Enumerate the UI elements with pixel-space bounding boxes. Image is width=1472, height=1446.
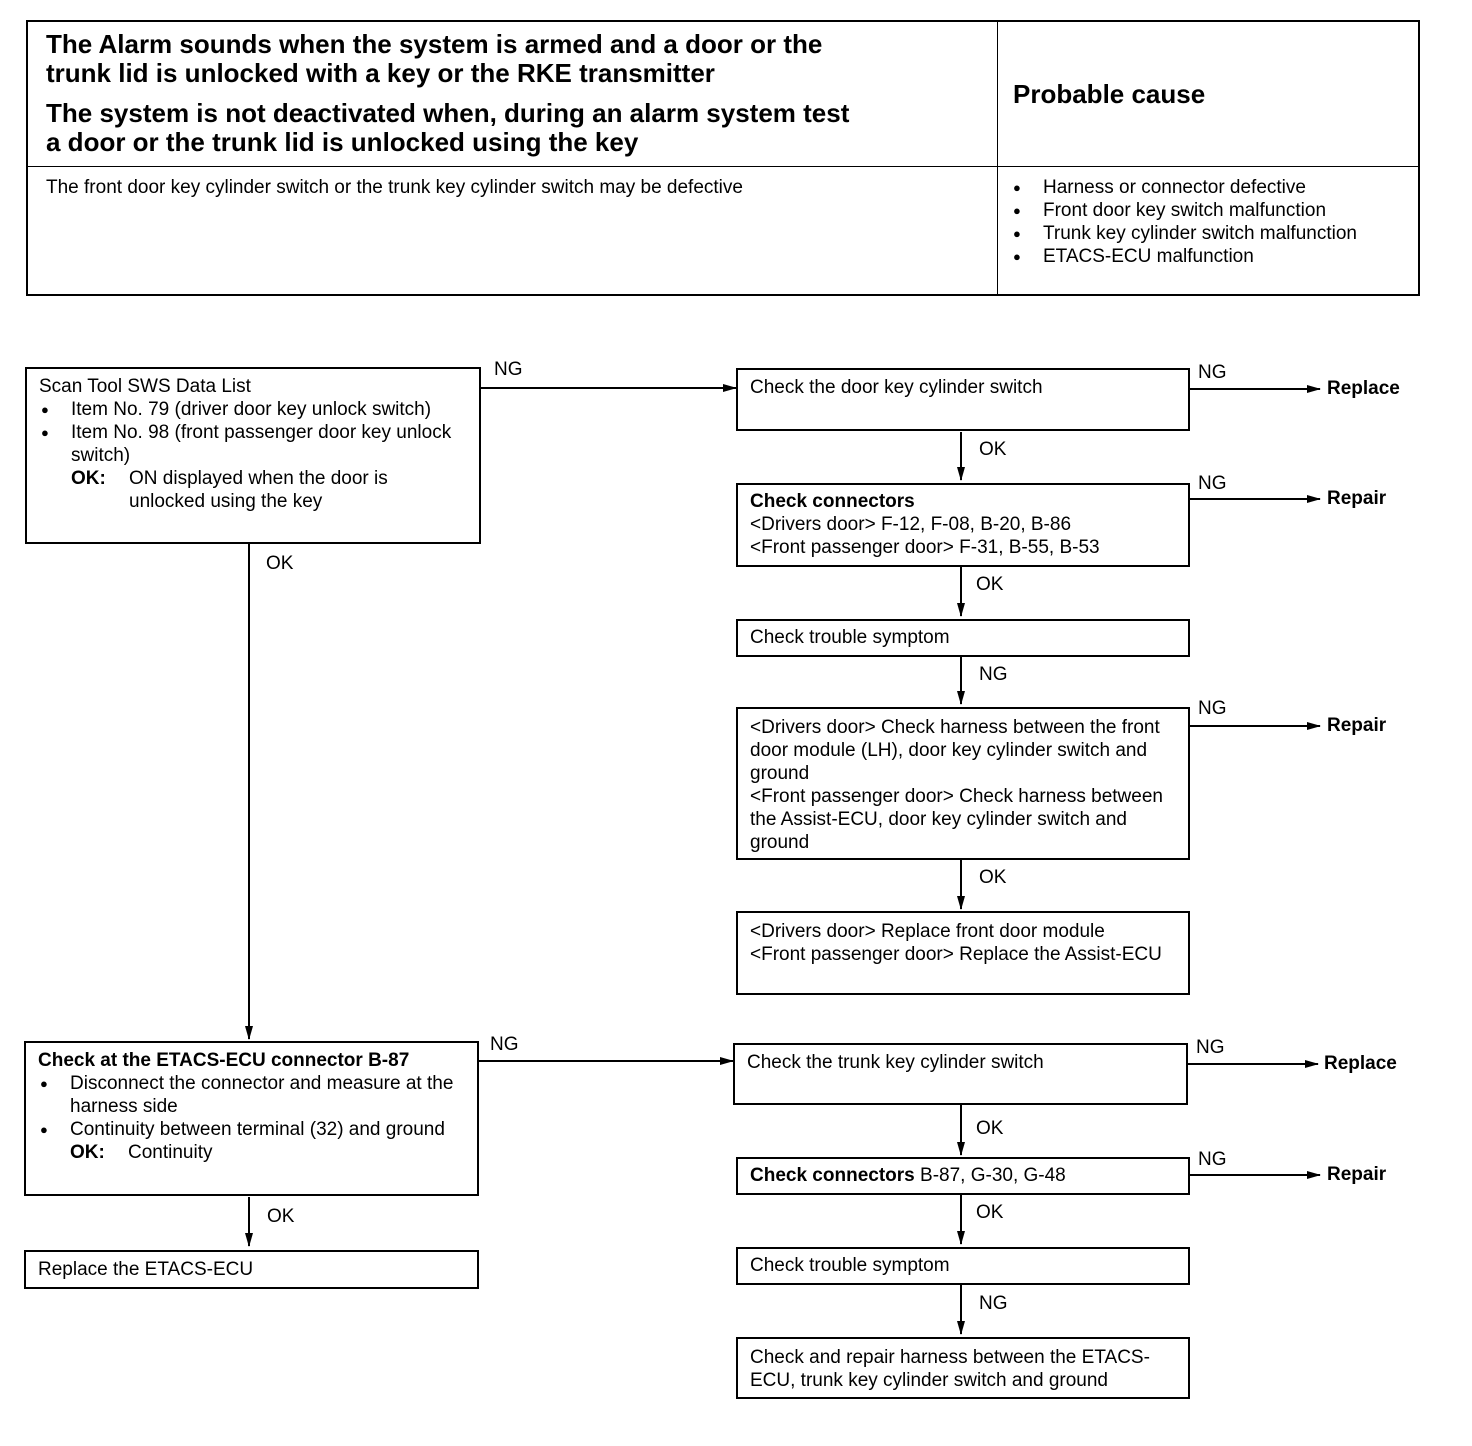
door-switch-text: Check the door key cylinder switch xyxy=(750,377,1043,398)
etacs-ok-text: Continuity xyxy=(128,1142,213,1163)
probable-cause-list: Harness or connector defective Front doo… xyxy=(1011,176,1411,268)
symptom-box-1: Check trouble symptom xyxy=(736,619,1190,657)
ok-label: OK xyxy=(267,1206,295,1227)
connectors2-title: Check connectors xyxy=(750,1165,915,1186)
cause-item: Front door key switch malfunction xyxy=(1011,199,1411,222)
symptom-text-2: Check trouble symptom xyxy=(750,1255,950,1276)
ng-label: NG xyxy=(1196,1037,1225,1058)
table-row-divider xyxy=(28,166,1418,167)
ok-label: OK: xyxy=(71,468,106,489)
scan-tool-title: Scan Tool SWS Data List xyxy=(39,376,251,397)
repair-harness-box: Check and repair harness between the ETA… xyxy=(736,1337,1190,1399)
ng-label: NG xyxy=(490,1034,519,1055)
probable-cause-header: Probable cause xyxy=(1013,79,1206,109)
ok-label: OK xyxy=(976,1118,1004,1139)
ok-label: OK: xyxy=(70,1142,105,1163)
etacs-item-disconnect: Disconnect the connector and measure at … xyxy=(38,1072,465,1118)
harness-passenger: <Front passenger door> Check harness bet… xyxy=(750,786,1163,853)
replace-action: Replace xyxy=(1324,1053,1397,1074)
symptom-box-2: Check trouble symptom xyxy=(736,1247,1190,1285)
ok-label: OK xyxy=(979,867,1007,888)
ng-label: NG xyxy=(1198,362,1227,383)
ng-label: NG xyxy=(1198,698,1227,719)
repair-harness-text: Check and repair harness between the ETA… xyxy=(750,1347,1150,1391)
ok-label: OK xyxy=(976,574,1004,595)
scan-item-79: Item No. 79 (driver door key unlock swit… xyxy=(39,398,467,421)
symptom-text-1: Check trouble symptom xyxy=(750,627,950,648)
door-switch-box: Check the door key cylinder switch xyxy=(736,368,1190,431)
cause-item: Harness or connector defective xyxy=(1011,176,1411,199)
repair-action: Repair xyxy=(1327,488,1387,509)
etacs-check-box: Check at the ETACS-ECU connector B-87 Di… xyxy=(24,1041,479,1196)
scan-item-98: Item No. 98 (front passenger door key un… xyxy=(39,421,467,467)
ok-label: OK xyxy=(976,1202,1004,1223)
scan-ok-text: ON displayed when the door is unlocked u… xyxy=(129,468,388,512)
ok-label: OK xyxy=(266,553,294,574)
cause-item: ETACS-ECU malfunction xyxy=(1011,245,1411,268)
symptom-table: The Alarm sounds when the system is arme… xyxy=(26,20,1420,296)
trunk-switch-text: Check the trunk key cylinder switch xyxy=(747,1052,1044,1073)
replace-module-passenger: <Front passenger door> Replace the Assis… xyxy=(750,944,1162,965)
repair-action: Repair xyxy=(1327,1164,1387,1185)
etacs-item-continuity: Continuity between terminal (32) and gro… xyxy=(38,1118,465,1141)
connectors-box-2: Check connectors B-87, G-30, G-48 xyxy=(736,1157,1190,1195)
replace-etacs-box: Replace the ETACS-ECU xyxy=(24,1250,479,1289)
symptom-title-3: The system is not deactivated when, duri… xyxy=(46,98,850,128)
symptom-description: The front door key cylinder switch or th… xyxy=(46,177,743,198)
cause-item: Trunk key cylinder switch malfunction xyxy=(1011,222,1411,245)
replace-etacs-text: Replace the ETACS-ECU xyxy=(38,1259,254,1280)
harness-drivers: <Drivers door> Check harness between the… xyxy=(750,717,1160,784)
ng-label: NG xyxy=(979,664,1008,685)
connectors-passenger: <Front passenger door> F-31, B-55, B-53 xyxy=(750,537,1100,558)
replace-module-box: <Drivers door> Replace front door module… xyxy=(736,911,1190,995)
connectors-title: Check connectors xyxy=(750,491,915,512)
ng-label: NG xyxy=(979,1293,1008,1314)
symptom-title-4: a door or the trunk lid is unlocked usin… xyxy=(46,127,639,157)
table-column-divider xyxy=(997,22,998,294)
ng-label: NG xyxy=(494,359,523,380)
scan-tool-box: Scan Tool SWS Data List Item No. 79 (dri… xyxy=(25,367,481,544)
repair-action: Repair xyxy=(1327,715,1387,736)
etacs-check-title: Check at the ETACS-ECU connector B-87 xyxy=(38,1050,410,1071)
ng-label: NG xyxy=(1198,1149,1227,1170)
ok-label: OK xyxy=(979,439,1007,460)
trunk-switch-box: Check the trunk key cylinder switch xyxy=(733,1043,1188,1105)
ng-label: NG xyxy=(1198,473,1227,494)
replace-action: Replace xyxy=(1327,378,1400,399)
harness-box: <Drivers door> Check harness between the… xyxy=(736,707,1190,860)
connectors-box: Check connectors <Drivers door> F-12, F-… xyxy=(736,483,1190,567)
replace-module-drivers: <Drivers door> Replace front door module xyxy=(750,921,1105,942)
symptom-title-1: The Alarm sounds when the system is arme… xyxy=(46,29,823,59)
connectors2-list: B-87, G-30, G-48 xyxy=(920,1165,1066,1186)
connectors-drivers: <Drivers door> F-12, F-08, B-20, B-86 xyxy=(750,514,1072,535)
symptom-title-2: trunk lid is unlocked with a key or the … xyxy=(46,58,715,88)
